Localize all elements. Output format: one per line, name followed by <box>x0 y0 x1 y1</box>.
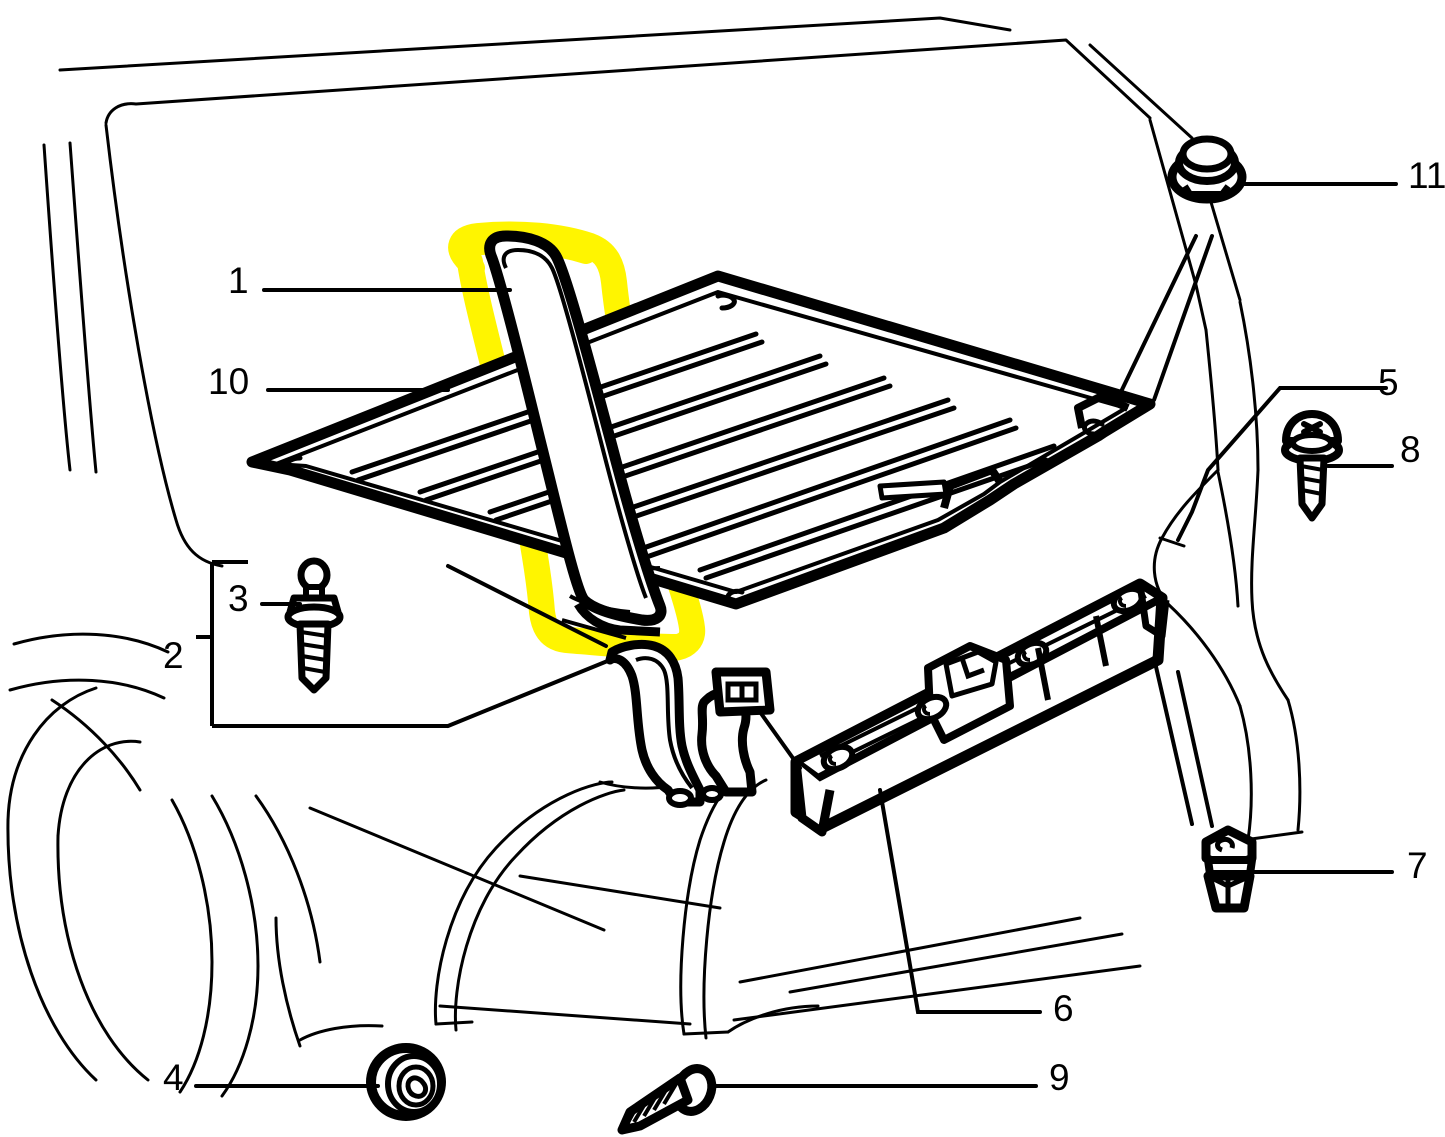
part-round-grommet-plug <box>366 1043 446 1121</box>
part-phillips-flange-screw <box>1281 410 1343 522</box>
callout-number-5[interactable]: 5 <box>1378 362 1399 403</box>
callout-leader-lines <box>194 182 1398 1088</box>
callout-number-7[interactable]: 7 <box>1407 845 1428 886</box>
callout-number-9[interactable]: 9 <box>1049 1057 1070 1098</box>
part-ball-stud-screw <box>284 557 344 694</box>
part-round-cap-plug <box>1167 135 1247 204</box>
callout-number-8[interactable]: 8 <box>1400 429 1421 470</box>
group-bracket-2 <box>196 560 448 728</box>
callout-number-2[interactable]: 2 <box>163 635 184 676</box>
callout-number-6[interactable]: 6 <box>1053 988 1074 1029</box>
part-square-grommet-clip <box>1201 825 1257 913</box>
callout-number-1[interactable]: 1 <box>228 260 249 301</box>
part-trim-strip <box>484 230 667 640</box>
part-parcel-shelf-panel <box>246 270 1156 610</box>
part-long-self-tapping-screw <box>617 1064 717 1135</box>
callout-number-4[interactable]: 4 <box>163 1057 184 1098</box>
callout-number-11[interactable]: 11 <box>1408 155 1445 196</box>
part-crossbar-rail <box>790 578 1170 837</box>
callout-number-3[interactable]: 3 <box>228 578 249 619</box>
part-mounting-bracket-assembly <box>605 639 775 808</box>
callout-number-10[interactable]: 10 <box>208 361 250 402</box>
